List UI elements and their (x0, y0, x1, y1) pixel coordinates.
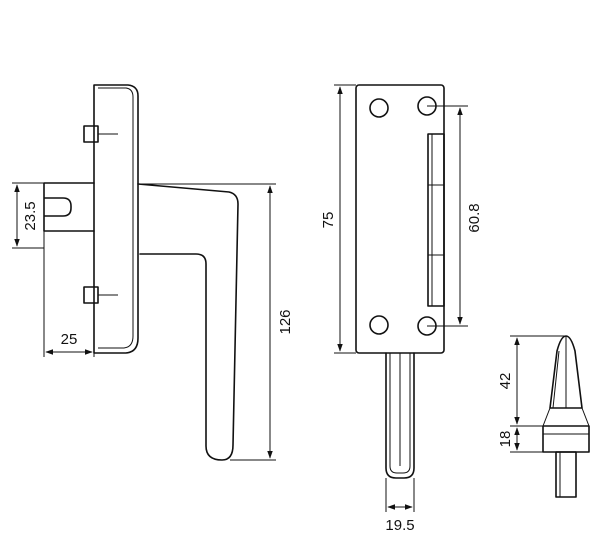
handle-side-view (43, 84, 239, 461)
cap-part (542, 335, 590, 498)
dimension-base-width: 25 (43, 231, 95, 357)
dimension-slot-height: 23.5 (12, 182, 44, 249)
dimension-collar-height: 18 (497, 427, 543, 453)
dim-label-base: 25 (61, 331, 78, 348)
dimension-spindle-width: 19.5 (385, 478, 415, 534)
dim-label-plate: 75 (320, 212, 337, 229)
dimension-handle-height: 126 (140, 183, 294, 461)
dimension-hinge-spacing: 60.8 (427, 105, 483, 327)
handle-front-view (355, 84, 445, 479)
dim-label-hinge: 60.8 (466, 203, 483, 232)
dim-label-cap: 42 (497, 373, 514, 390)
dim-label-spindle: 19.5 (385, 517, 414, 534)
dim-label-collar: 18 (497, 431, 514, 448)
dimension-plate-height: 75 (320, 84, 356, 354)
dimension-cap-height: 42 (497, 335, 566, 427)
dim-label-slot: 23.5 (22, 201, 39, 230)
dim-label-handle: 126 (277, 309, 294, 334)
